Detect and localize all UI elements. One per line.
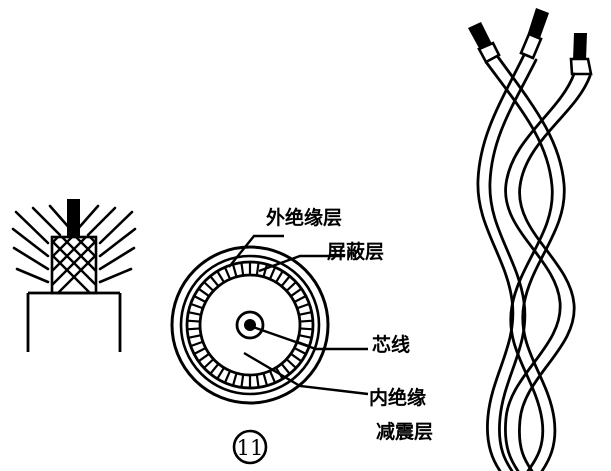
wire-tip-right	[573, 33, 587, 60]
cable-jacket-body	[26, 291, 122, 352]
outer-jacket-outer-circle	[170, 245, 330, 405]
leader-inner-insulation	[243, 351, 369, 396]
braid-strand-b	[476, 53, 538, 471]
label-inner-insulation-line1: 内绝缘	[369, 386, 426, 409]
label-shield-layer: 屏蔽层	[327, 241, 384, 263]
panel-cable-cross-section: 外绝缘层 屏蔽层 芯线 内绝缘 减震层 11	[170, 206, 433, 465]
outer-jacket-inner-circle	[179, 254, 321, 396]
shield-radial-ticks	[187, 262, 313, 388]
leader-outer-insulation	[228, 234, 284, 268]
figure-number-circle	[232, 429, 268, 465]
leader-core-wire	[252, 325, 368, 351]
wire-tip-left	[468, 22, 492, 50]
leader-shield-layer	[258, 254, 345, 273]
braid-mesh	[52, 237, 96, 293]
core-conductor-dot	[244, 319, 256, 331]
label-inner-insulation-line2: 减震层	[376, 420, 433, 443]
wire-tip-center	[528, 8, 549, 38]
label-core-wire: 芯线	[372, 333, 410, 356]
wire-tips-group	[468, 8, 587, 60]
label-outer-insulation: 外绝缘层	[266, 206, 342, 229]
wire-collars-group	[477, 32, 593, 76]
splayed-shield-strands-right	[74, 204, 137, 284]
core-ring	[235, 310, 265, 340]
figure-number: 11	[237, 436, 264, 460]
center-conductor-pin	[67, 199, 80, 238]
panel-stripped-cable-end	[11, 199, 137, 352]
braid-strand-c	[504, 72, 592, 471]
splayed-shield-strands-left	[11, 204, 74, 284]
panel-braided-wires	[468, 8, 593, 471]
braid-strand-a	[484, 55, 566, 471]
